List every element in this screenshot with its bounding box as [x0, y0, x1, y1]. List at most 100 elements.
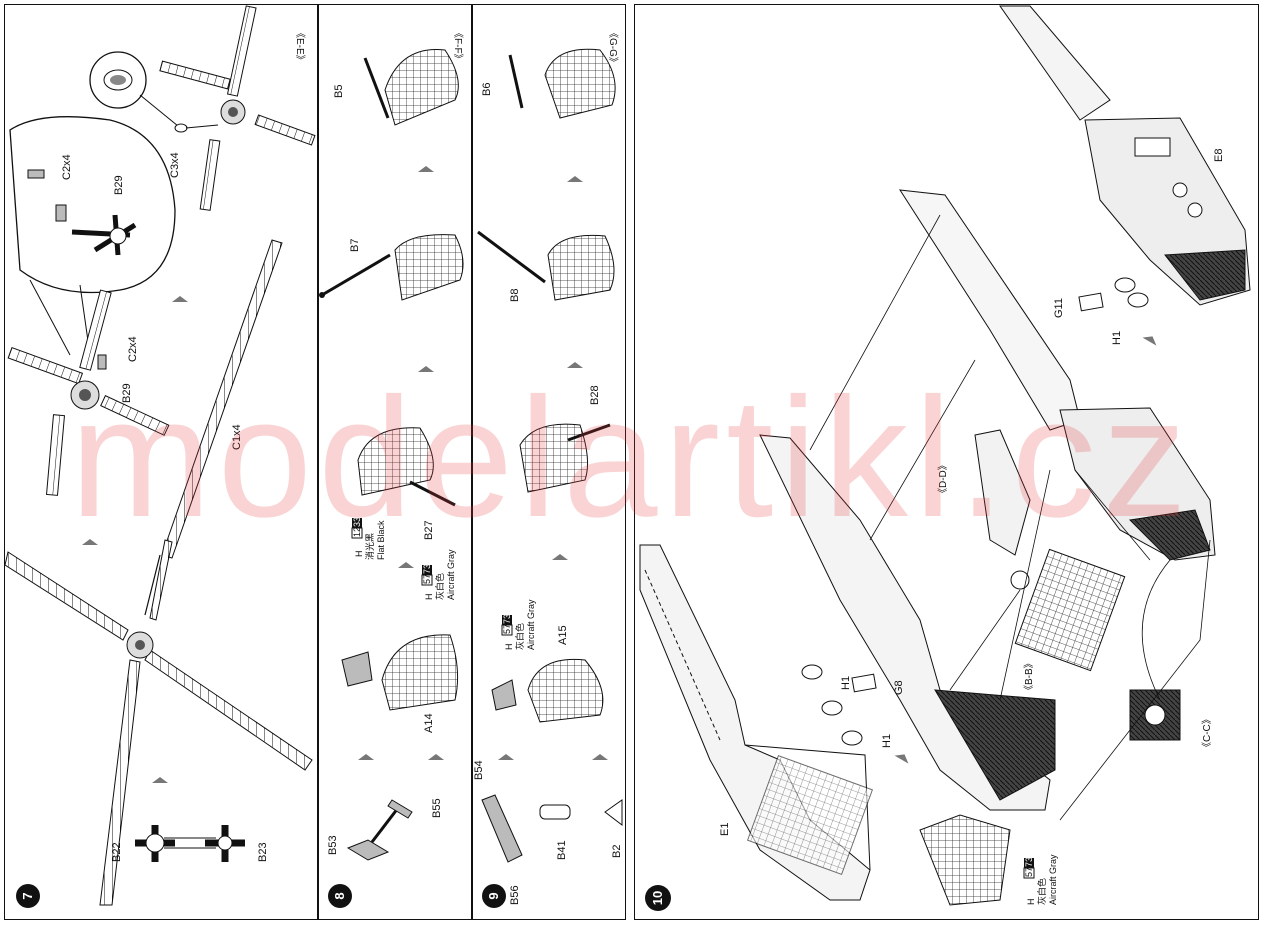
part-label: B41: [556, 840, 568, 860]
part-label: C3x4: [169, 152, 181, 178]
engine-deck-detail: [919, 814, 1011, 906]
paint-code-aircraft-gray: H 57 73 灰白色 Aircraft Gray: [421, 549, 456, 601]
part-g11: [1078, 292, 1104, 312]
step-number: 10: [650, 891, 665, 905]
panel-d-d: [974, 429, 1031, 556]
part-label: B5: [333, 85, 345, 98]
part-label: C1x4: [231, 424, 243, 450]
fuselage-half-right: [759, 434, 1051, 811]
part-h1: [1127, 292, 1149, 308]
paint-code-aircraft-gray-10: H 57 73 灰白色 Aircraft Gray: [1023, 854, 1058, 906]
part-label: C2x4: [127, 336, 139, 362]
section-label-c: 《C-C》: [1201, 714, 1213, 752]
step-part-b53: [346, 839, 390, 861]
grille-panel-b28: [519, 423, 589, 493]
step-10-drawing: H 57 73 灰白色 Aircraft Gray E8 G11 H1 《D-D…: [639, 5, 1251, 911]
part-label: G8: [893, 680, 905, 695]
part-label: C2x4: [61, 154, 73, 180]
paint-code-flat-black: H 12 33 消光黑 Flat Black: [351, 517, 386, 560]
part-label: B29: [121, 383, 133, 403]
assembly-arrow: [82, 539, 98, 545]
grille-panel-b7: [394, 234, 464, 301]
part-label: B54: [473, 760, 485, 780]
rotor-head-top: [159, 5, 316, 211]
part-label: B22: [111, 842, 123, 862]
step-part-b2: [604, 799, 623, 827]
part-label: H1: [840, 676, 852, 690]
svg-text:Aircraft Gray: Aircraft Gray: [526, 599, 536, 650]
grille-panel-b27: [357, 427, 434, 496]
part-label: H1: [1111, 331, 1123, 345]
svg-text:灰白色: 灰白色: [434, 573, 445, 600]
tail-boom-upper: [999, 5, 1111, 121]
grille-panel-a14: [381, 634, 459, 711]
svg-text:73: 73: [502, 614, 512, 624]
grille-panel-b5: [384, 49, 459, 126]
section-label-d: 《D-D》: [937, 460, 949, 498]
step-number-badge: [16, 884, 40, 908]
svg-text:Aircraft Gray: Aircraft Gray: [1048, 854, 1058, 905]
part-label: B29: [113, 175, 125, 195]
step-number-badge: [645, 885, 671, 911]
grille-panel-a15: [527, 658, 604, 723]
svg-text:57: 57: [1024, 867, 1034, 877]
part-label: B53: [327, 835, 339, 855]
step-8-drawing: H 12 33 消光黑 Flat Black H 57 73 灰白色 Aircr…: [319, 28, 464, 908]
paint-code-aircraft-gray-9: H 57 73 灰白色 Aircraft Gray: [501, 599, 536, 651]
svg-text:33: 33: [352, 517, 362, 527]
section-label-f: 《F-F》: [452, 28, 464, 64]
assembly-arrow: [152, 777, 168, 783]
step-7-drawing: 《E-E》 C3x4 C2x4 B29 C2x4 B29 C1x4 B22 B2…: [4, 5, 316, 908]
part-h1-lower: [801, 664, 823, 680]
svg-text:H: H: [504, 644, 514, 651]
svg-text:12: 12: [352, 527, 362, 537]
svg-text:H: H: [424, 594, 434, 601]
section-label-g: 《G-G》: [607, 28, 619, 67]
engine-b-b: [1014, 548, 1126, 672]
part-label: H1: [881, 734, 893, 748]
part-label: B55: [431, 798, 443, 818]
section-label-e: 《E-E》: [294, 28, 306, 65]
part-c2-detail: [27, 169, 45, 179]
part-label: E1: [719, 823, 731, 836]
detail-bubble-hub: [9, 116, 176, 294]
part-h1: [1114, 277, 1136, 293]
part-label: A14: [423, 713, 435, 733]
svg-text:H: H: [354, 551, 364, 558]
step-number-badge: [482, 884, 506, 908]
swashplate-parts: [135, 825, 245, 862]
part-label: B27: [423, 520, 435, 540]
main-blade-c1: [144, 239, 283, 616]
step-part-b54: [481, 794, 523, 863]
svg-text:73: 73: [422, 564, 432, 574]
grille-panel-b8: [547, 234, 615, 301]
part-label: B7: [349, 239, 361, 252]
section-label-b: 《B-B》: [1023, 658, 1035, 695]
step-9-drawing: H 57 73 灰白色 Aircraft Gray 《G-G》 B6 B8 B2…: [473, 28, 623, 908]
part-label: A15: [557, 625, 569, 645]
part-label: B23: [257, 842, 269, 862]
part-label: B6: [481, 83, 493, 96]
part-label: B28: [589, 385, 601, 405]
part-c3: [174, 123, 188, 133]
part-label: B2: [611, 845, 623, 858]
svg-text:H: H: [1026, 899, 1036, 906]
svg-text:消光黑: 消光黑: [364, 533, 375, 560]
rotor-assembled: [4, 539, 313, 906]
svg-text:57: 57: [502, 624, 512, 634]
part-label: B8: [509, 289, 521, 302]
step-number: 9: [486, 892, 501, 899]
part-h1-lower: [841, 730, 863, 746]
svg-text:73: 73: [1024, 857, 1034, 867]
svg-text:Flat Black: Flat Black: [376, 520, 386, 560]
part-label: B56: [509, 885, 521, 905]
part-h1-lower: [821, 700, 843, 716]
svg-text:57: 57: [422, 574, 432, 584]
step-number: 7: [20, 892, 35, 899]
part-label: E8: [1213, 149, 1225, 162]
assembly-arrow: [172, 296, 188, 302]
svg-text:Aircraft Gray: Aircraft Gray: [446, 549, 456, 600]
part-label: G11: [1053, 298, 1065, 318]
rotor-head-middle: [7, 289, 170, 496]
